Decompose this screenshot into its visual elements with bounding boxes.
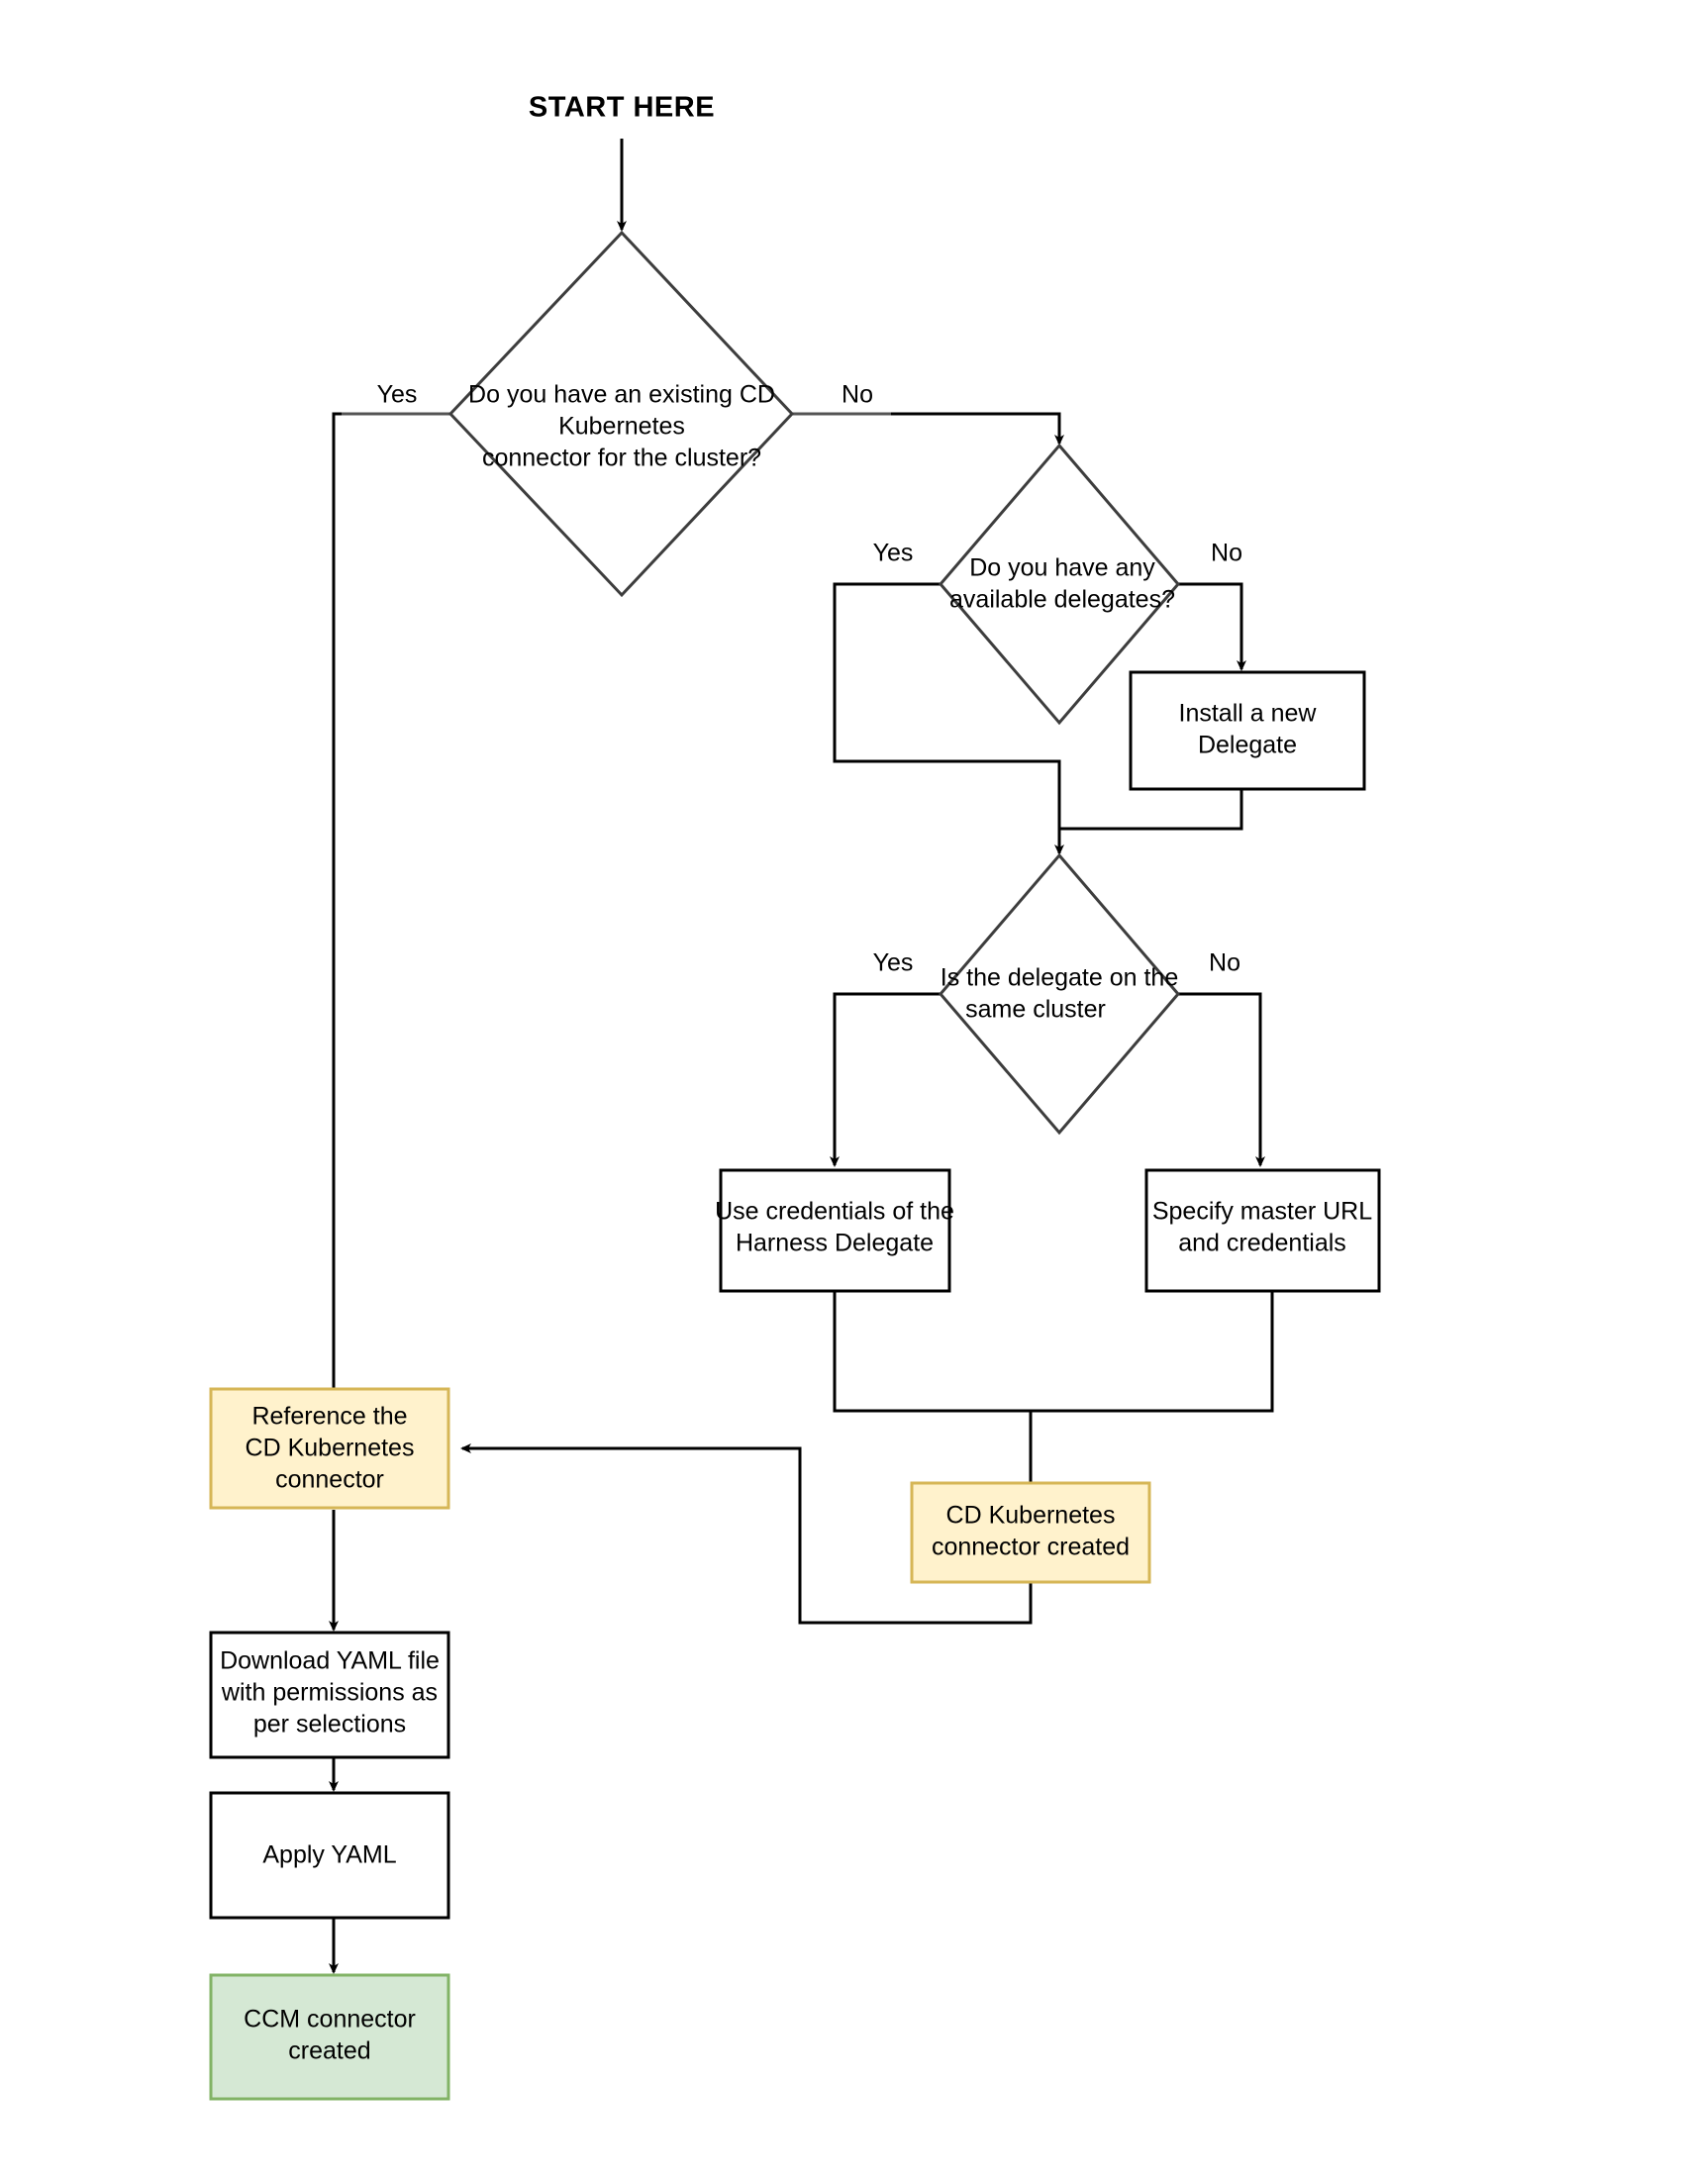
edge-q2-no-to-install [1178,582,1246,671]
decision-available-delegates-shape [939,443,1180,726]
process-use-delegate-credentials[interactable]: Use credentials of the Harness Delegate [715,1168,954,1293]
edge-q1-yes-to-reference [329,412,450,1403]
process-install-delegate-line1: Install a new [1179,700,1318,728]
edge-label-q1-no: No [842,381,873,409]
edge-q3-yes-to-use-credentials [830,992,941,1167]
decision-delegate-same-cluster-line2: same cluster [965,996,1106,1024]
process-apply-yaml-shape [209,1791,450,1920]
edge-label-q1-yes: Yes [377,381,418,409]
process-use-delegate-credentials-line1: Use credentials of the [715,1198,954,1226]
process-reference-cd-connector-line2: CD Kubernetes [246,1435,415,1462]
edge-q1-no-to-q2 [792,412,1064,446]
process-reference-cd-connector-line1: Reference the [251,1403,407,1431]
edge-label-q2-yes: Yes [873,540,914,567]
decision-available-delegates[interactable]: Do you have any available delegates? [939,443,1180,726]
decision-existing-cd-connector[interactable]: Do you have an existing CD Kubernetes co… [447,230,795,598]
process-specify-master-url-line1: Specify master URL [1152,1198,1372,1226]
decision-existing-cd-connector-line1: Do you have an existing CD [468,381,775,409]
process-install-delegate-line2: Delegate [1198,732,1297,759]
process-download-yaml-line1: Download YAML file [220,1647,440,1675]
process-download-yaml[interactable]: Download YAML file with permissions as p… [209,1631,450,1759]
decision-delegate-same-cluster[interactable]: Is the delegate on the same cluster [939,852,1180,1136]
process-reference-cd-connector[interactable]: Reference the CD Kubernetes connector [209,1387,450,1510]
start-here-text: START HERE [529,92,715,124]
status-cd-connector-created-line2: connector created [932,1534,1130,1561]
decision-delegate-same-cluster-shape [939,852,1180,1136]
process-specify-master-url-line2: and credentials [1178,1230,1346,1257]
process-specify-master-url-shape [1144,1168,1381,1293]
start-here-label: START HERE [529,92,715,124]
process-specify-master-url[interactable]: Specify master URL and credentials [1144,1168,1381,1293]
status-cd-connector-created[interactable]: CD Kubernetes connector created [910,1481,1151,1584]
edge-install-to-q3 [1059,787,1243,831]
process-apply-yaml-line1: Apply YAML [262,1841,396,1869]
decision-available-delegates-line1: Do you have any [969,554,1155,582]
decision-existing-cd-connector-shape [447,230,795,598]
status-ccm-connector-created-line2: created [288,2037,370,2065]
process-download-yaml-shape [209,1631,450,1759]
edge-label-q3-yes: Yes [873,949,914,977]
process-use-delegate-credentials-shape [719,1168,951,1293]
edge-q2-yes-to-q3 [833,582,1064,855]
edge-merge-process-boxes [833,1290,1274,1413]
edge-cd-created-to-reference [460,1443,1033,1625]
process-reference-cd-connector-line3: connector [275,1466,384,1494]
process-install-delegate[interactable]: Install a new Delegate [1129,670,1366,791]
decision-available-delegates-line2: available delegates? [949,586,1175,614]
status-ccm-connector-created-shape [209,1973,450,2101]
status-cd-connector-created-shape [910,1481,1151,1584]
process-install-delegate-shape [1129,670,1366,791]
decision-existing-cd-connector-line3: connector for the cluster? [482,445,761,472]
status-ccm-connector-created[interactable]: CCM connector created [209,1973,450,2101]
edge-q3-no-to-specify-url [1178,992,1265,1167]
status-cd-connector-created-line1: CD Kubernetes [946,1502,1116,1530]
process-reference-cd-connector-shape [209,1387,450,1510]
decision-delegate-same-cluster-line1: Is the delegate on the [941,964,1178,992]
process-download-yaml-line3: per selections [253,1711,406,1738]
process-download-yaml-line2: with permissions as [221,1679,438,1707]
edge-label-q3-no: No [1209,949,1240,977]
process-apply-yaml[interactable]: Apply YAML [209,1791,450,1920]
decision-existing-cd-connector-line2: Kubernetes [558,413,685,441]
process-use-delegate-credentials-line2: Harness Delegate [736,1230,934,1257]
edge-label-q2-no: No [1211,540,1242,567]
status-ccm-connector-created-line1: CCM connector [244,2006,416,2034]
